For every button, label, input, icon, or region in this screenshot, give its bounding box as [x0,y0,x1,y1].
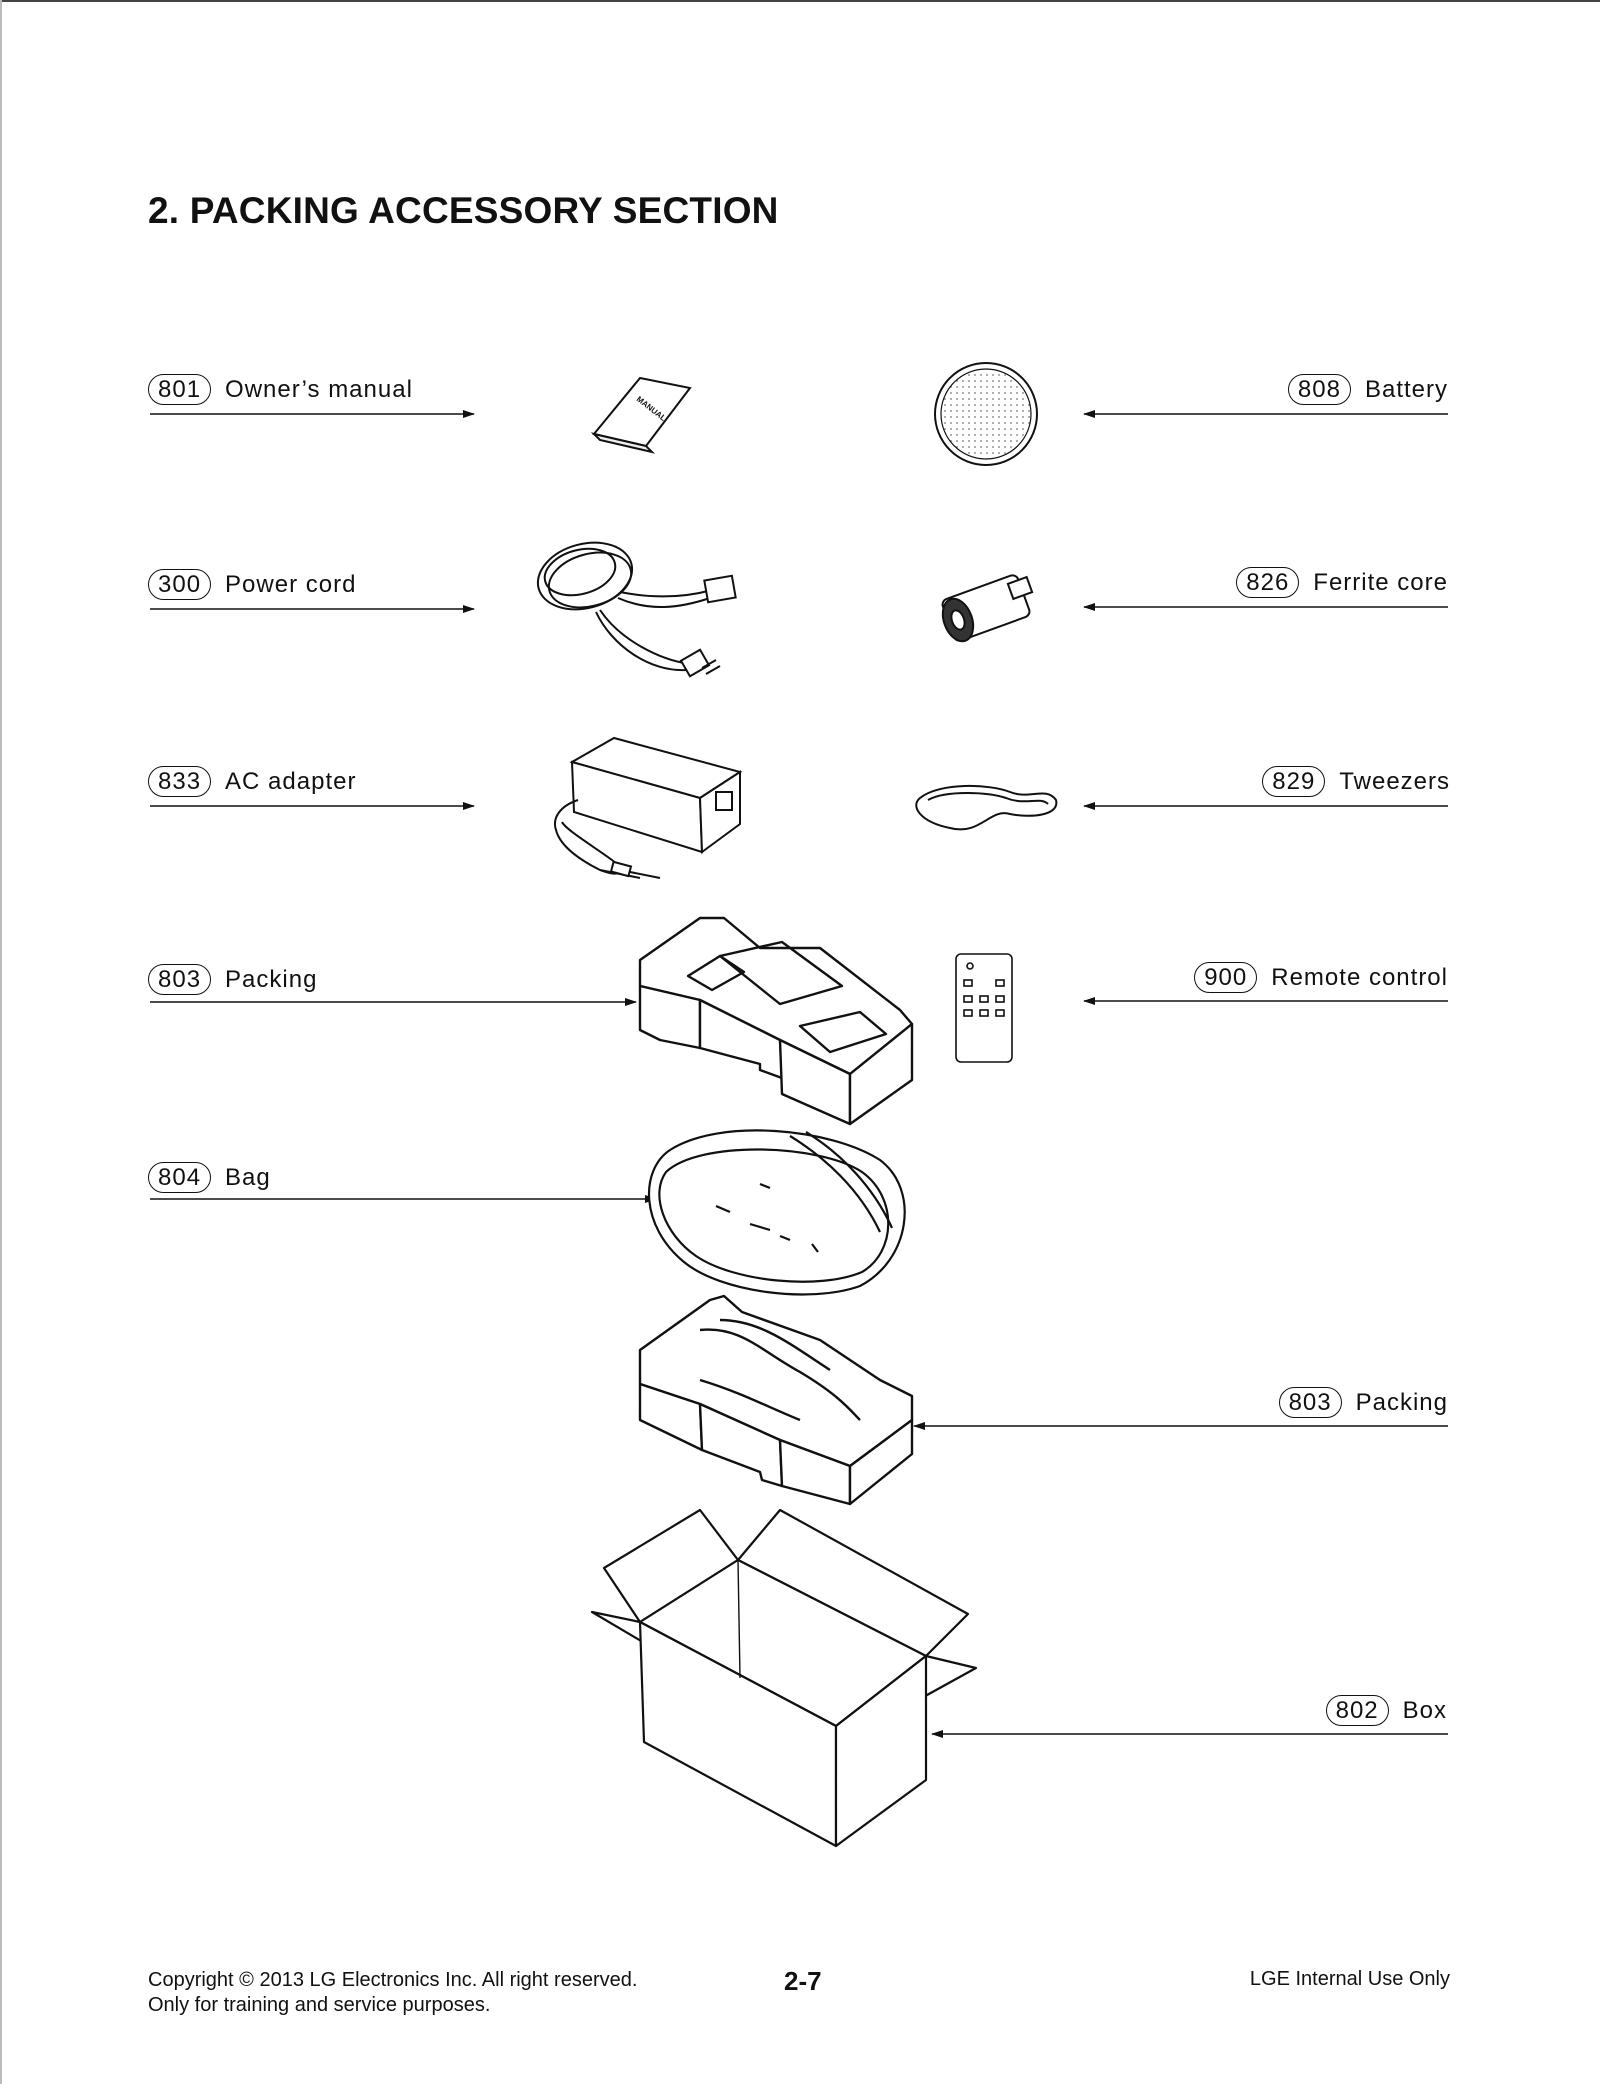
remote-control-illustration [955,953,1013,1063]
power-cord-illustration [536,541,737,678]
part-name: Box [1402,1696,1447,1724]
top-packing-illustration [638,916,914,1126]
part-name: Packing [225,965,318,993]
part-name: Tweezers [1339,767,1450,795]
part-number: 808 [1287,374,1351,405]
callout-829: 829 Tweezers [1262,766,1450,797]
page-number: 2-7 [784,1966,822,1996]
part-name: Ferrite core [1313,568,1448,596]
part-number: 804 [148,1162,212,1193]
callout-802: 802 Box [1325,1695,1447,1726]
callout-900: 900 Remote control [1194,962,1448,993]
bag-illustration [647,1129,906,1296]
part-name: Owner’s manual [225,375,413,403]
part-number: 900 [1194,962,1258,993]
part-name: Battery [1364,375,1448,403]
part-number: 803 [1278,1387,1342,1418]
callout-808: 808 Battery [1287,374,1448,405]
copyright-text: Copyright © 2013 LG Electronics Inc. All… [148,1969,638,1991]
part-name: Power cord [225,570,357,598]
box-illustration [590,1508,978,1848]
tweezers-illustration [915,785,1058,831]
owners-manual-illustration: MANUAL [590,376,692,454]
part-number: 829 [1262,766,1326,797]
part-number: 300 [148,569,212,600]
callout-801: 801 Owner’s manual [148,374,413,405]
ac-adapter-illustration [554,736,743,879]
callout-833: 833 AC adapter [148,766,356,797]
battery-illustration [934,362,1038,466]
ferrite-core-illustration [941,574,1034,643]
left-border [0,0,2,2084]
part-number: 833 [148,766,212,797]
callout-804: 804 Bag [148,1162,271,1193]
internal-use-label: LGE Internal Use Only [1249,1968,1450,1990]
callout-826: 826 Ferrite core [1236,567,1448,598]
part-number: 826 [1236,567,1300,598]
part-name: Remote control [1271,963,1448,991]
callout-300: 300 Power cord [148,569,356,600]
purpose-text: Only for training and service purposes. [148,1994,491,2016]
bottom-packing-illustration [638,1294,914,1506]
part-number: 802 [1325,1695,1389,1726]
footer-copyright: Copyright © 2013 LG Electronics Inc. All… [148,1968,637,2018]
callout-803-bottom: 803 Packing [1278,1387,1448,1418]
top-border [0,0,1600,2]
part-name: Packing [1355,1388,1448,1416]
section-title: 2. PACKING ACCESSORY SECTION [148,190,779,231]
part-name: AC adapter [225,767,357,795]
part-number: 801 [148,374,212,405]
part-number: 803 [148,964,212,995]
part-name: Bag [225,1163,271,1191]
callout-803-top: 803 Packing [148,964,317,995]
